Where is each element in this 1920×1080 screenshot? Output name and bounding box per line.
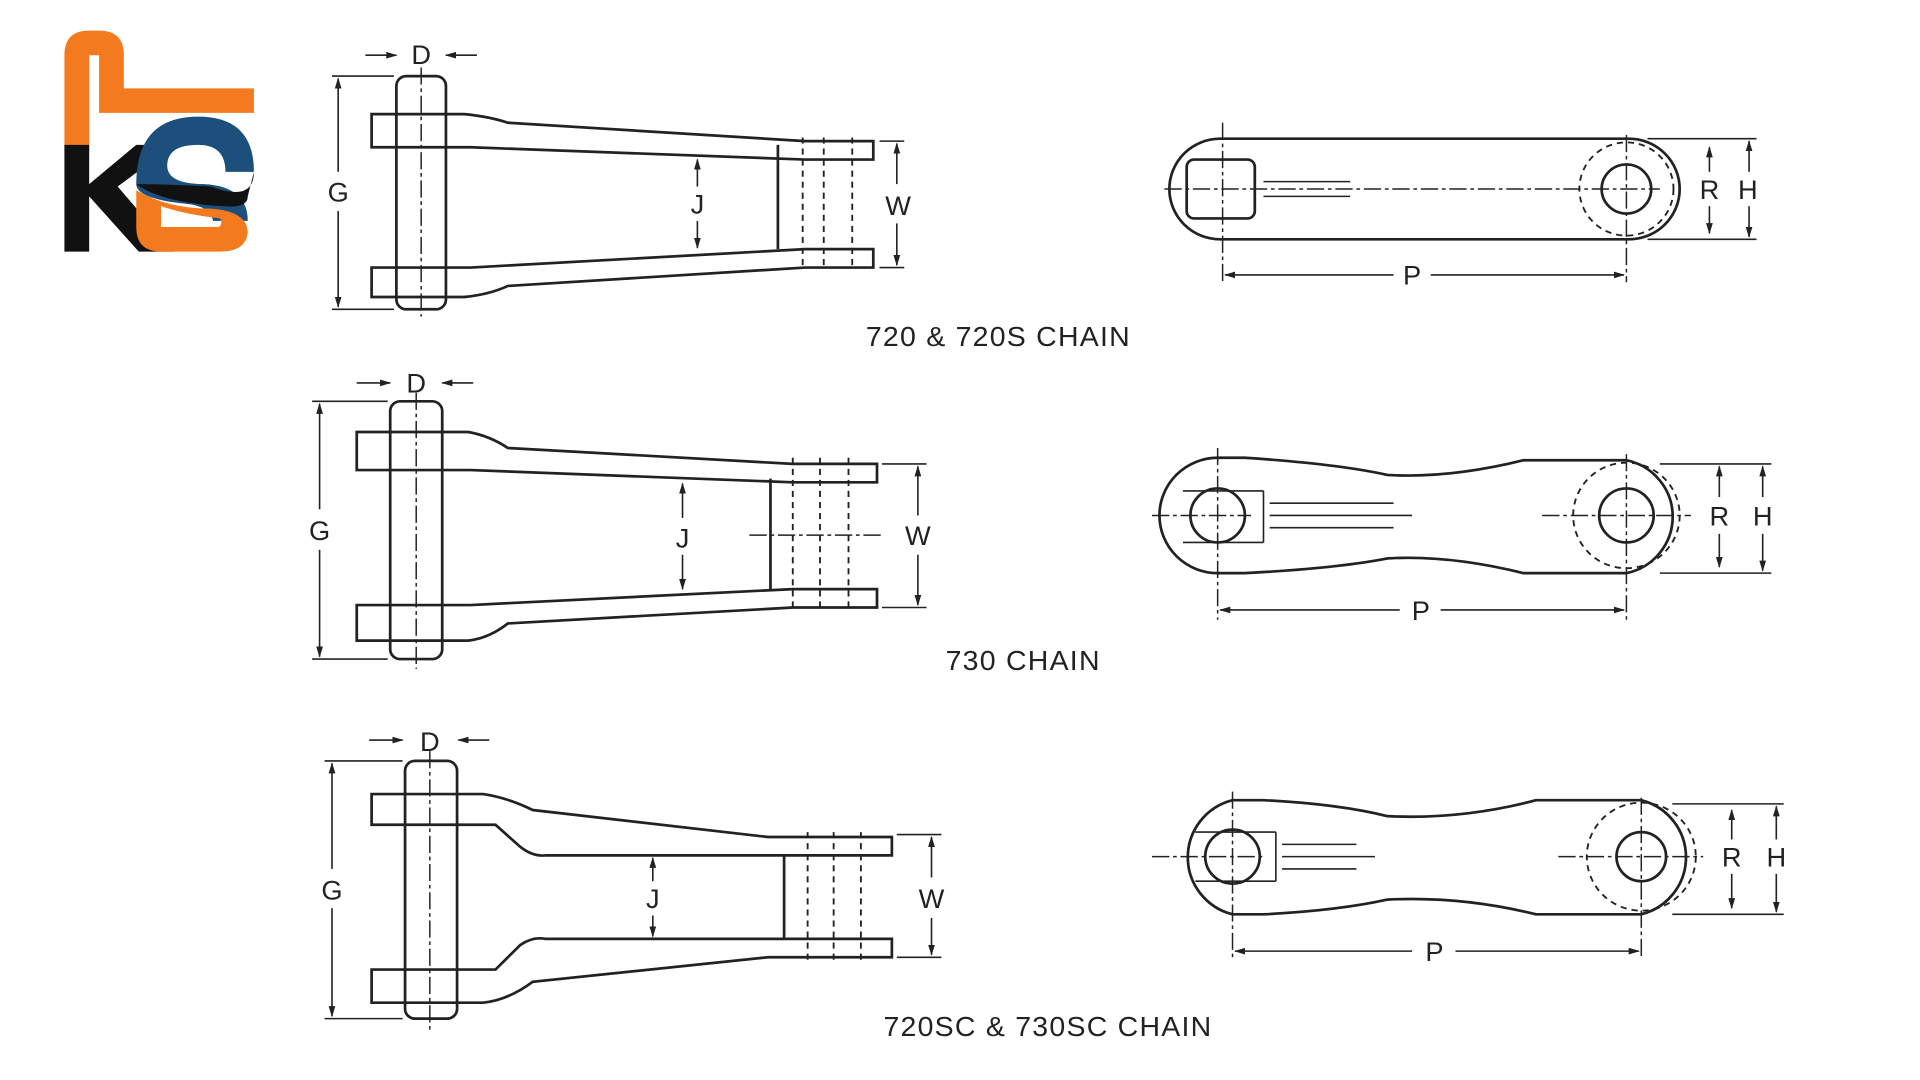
dim-j-label: J [646, 883, 660, 914]
dim-r-label: R [1709, 500, 1729, 531]
dim-d-label: D [420, 726, 440, 757]
dim-d-label: D [406, 368, 426, 399]
dim-p-label: P [1425, 936, 1443, 967]
side-view-720sc-730sc: D G J W [321, 726, 945, 1031]
ks-logo [64, 30, 254, 252]
dim-h-label: H [1738, 174, 1758, 205]
dim-p-label: P [1403, 260, 1421, 291]
caption-720sc-730sc: 720SC & 730SC CHAIN [883, 1011, 1212, 1043]
link-view-720sc-730sc: R H P [1152, 791, 1786, 967]
dim-w-label: W [919, 883, 945, 914]
dim-g-label: G [328, 176, 349, 207]
link-view-730: R H P [1152, 447, 1773, 626]
dim-g-label: G [321, 875, 342, 906]
dim-j-label: J [691, 189, 705, 220]
dim-r-label: R [1700, 174, 1720, 205]
side-view-730: D G J W [309, 368, 931, 669]
side-view-720: D G J W [328, 39, 911, 317]
caption-720: 720 & 720S CHAIN [866, 321, 1131, 353]
dim-w-label: W [885, 190, 911, 221]
dim-h-label: H [1766, 842, 1786, 873]
dim-h-label: H [1753, 500, 1773, 531]
dim-p-label: P [1412, 595, 1430, 626]
link-view-720: R H P [1164, 122, 1758, 291]
dim-j-label: J [676, 522, 690, 553]
caption-730: 730 CHAIN [946, 645, 1101, 677]
dim-g-label: G [309, 515, 330, 546]
dim-w-label: W [905, 520, 931, 551]
dim-d-label: D [411, 39, 431, 70]
dim-r-label: R [1722, 842, 1742, 873]
